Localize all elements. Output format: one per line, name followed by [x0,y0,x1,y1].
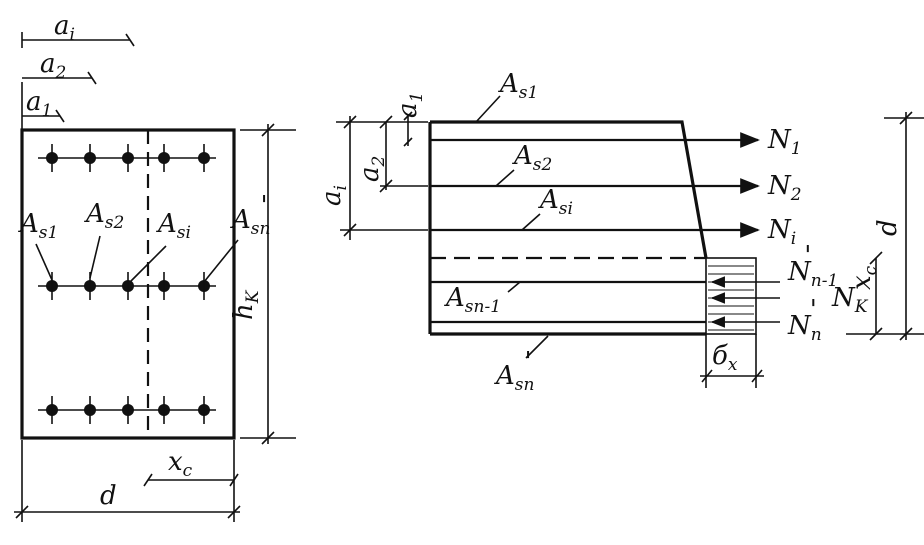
layer-label-A-sn-prime: Asn' [494,335,549,395]
label-a-i-right: ai [317,185,351,206]
leader-A-si-right [521,213,541,231]
label-a-1-right: a1 [393,92,427,118]
dim-a-i-right-tick-top [343,115,357,129]
strain-profile-outline [430,120,708,259]
label-a-i: ai [54,11,75,45]
dim-x-c-left: xc [143,440,239,522]
layer-label-A-s1: As1 [475,69,538,123]
label-A-si: Asi [156,209,191,243]
dim-a-1-right-tick-top [403,111,413,121]
dim-a-i: ai [21,11,135,48]
dim-d-left: d [14,440,241,522]
dim-h-k: hK [229,123,296,445]
dim-a-1-right-tick-bottom [403,137,413,147]
label-A-s2: As2 [84,199,124,233]
bar-label-A-sn-prime: Asn' [203,191,270,283]
layer-label-A-sn-1: Asn-1 [444,281,521,317]
layer-label-A-si: Asi [521,185,573,231]
dim-d-right: d [846,111,924,341]
label-x-c-right: xc [847,265,881,290]
label-A-s2-right: As2 [512,141,552,175]
dim-a-i-tick-right [125,33,135,47]
label-h-k: hK [229,289,263,320]
dim-a-i-right: ai [317,115,428,240]
label-N-2: N2 [767,171,802,205]
label-A-s1-right: As1 [498,69,538,103]
label-d: d [100,481,117,511]
label-N-n-prime: Nn' [787,295,822,345]
leader-A-sn-1 [507,281,521,293]
layer-label-A-s2: As2 [495,141,552,187]
dim-a-1-right: a1 [393,92,427,147]
dim-a-1: a1 [21,82,65,130]
compression-stress-block [705,257,757,335]
leader-A-s1 [35,243,53,281]
dim-sigma-x: бx [700,334,764,388]
label-N-n-1-prime: Nn-1' [787,241,838,291]
label-N-i: Ni [767,215,796,249]
label-A-s1: As1 [18,209,58,243]
leader-A-s2-right [495,169,515,187]
right-force-diagram: As1 As2 Asi Asn-1 Asn' N1 N2 Ni Nn-1' NK… [317,69,924,395]
label-A-sn-prime: Asn' [230,191,270,239]
bar-label-A-s1: As1 [18,209,58,281]
dim-a-2-right: a2 [355,115,428,193]
label-a-1: a1 [26,87,52,121]
leader-A-s2 [89,235,101,279]
section-outline [20,128,236,440]
label-A-sn-prime-right: Asn' [494,347,534,395]
left-cross-section: ai a2 a1 As1 As2 Asi Asn' [14,11,296,522]
dim-d-right-tick-top [899,111,913,125]
dim-h-k-tick-bottom [261,431,275,445]
label-N-k: NK [831,283,869,317]
leader-A-sn-prime-right [525,335,549,359]
label-A-si-right: Asi [538,185,573,219]
dim-h-k-tick-top [261,123,275,137]
dim-sigma-x-tick-right [751,369,763,383]
label-d-right: d [873,219,903,236]
bar-label-A-si: Asi [129,209,191,283]
label-x-c: xc [168,447,193,481]
dim-a-1-tick-right [55,109,65,123]
label-A-sn-1: Asn-1 [444,283,501,317]
leader-A-sn-prime [203,239,239,283]
dim-x-c-right: xc [847,251,883,341]
label-a-2: a2 [40,49,66,83]
dim-d-right-tick-bottom [899,327,913,341]
dim-a-2-tick-right [87,71,97,85]
dim-x-c-tick-left [143,473,153,487]
label-N-1: N1 [767,125,802,159]
label-a-2-right: a2 [355,156,389,182]
dim-x-c-right-tick-top [869,251,883,265]
rebar-dots [46,144,210,424]
dim-d-tick-right [227,505,241,519]
bar-label-A-s2: As2 [84,199,124,279]
label-sigma-x: бx [712,341,738,375]
leader-A-s1-right [475,95,501,123]
dim-sigma-x-tick-left [701,369,713,383]
dim-d-tick-left [15,505,29,519]
dim-a-2: a2 [22,49,97,85]
dim-a-i-right-tick-bottom [343,223,357,237]
leader-A-si [129,245,167,283]
